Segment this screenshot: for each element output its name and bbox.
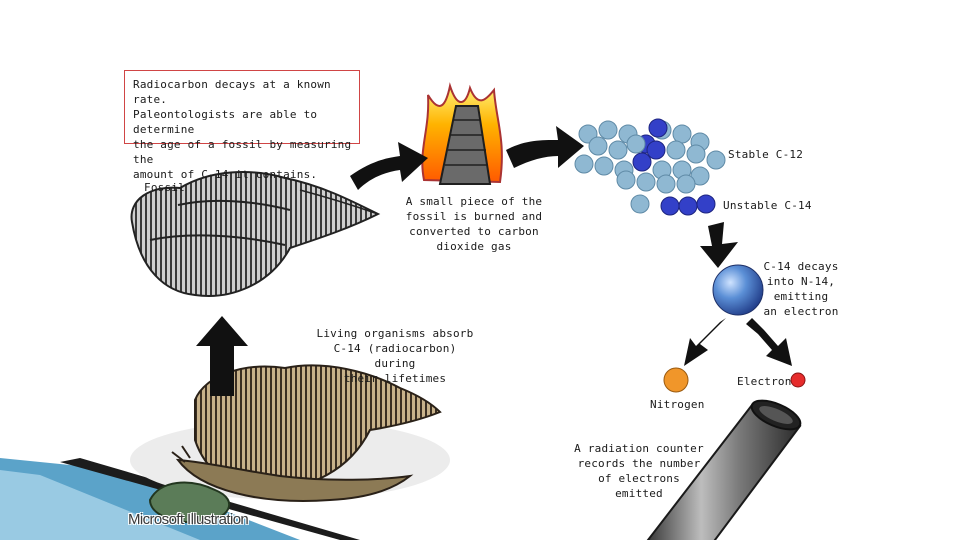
burning-fossil-illustration (421, 82, 503, 185)
carbon-12-atom (676, 174, 696, 194)
arrow-decay-to-nitrogen (684, 318, 726, 366)
carbon-14-atom (648, 118, 668, 138)
carbon-12-atom (616, 170, 636, 190)
carbon-12-atom (626, 134, 646, 154)
intro-line: Paleontologists are able to determine (133, 108, 318, 136)
burned-line: A small piece of the (405, 195, 543, 208)
counter-line: of electrons emitted (598, 472, 680, 500)
intro-line: Radiocarbon decays at a known rate. (133, 78, 331, 106)
carbon-14-atom (678, 196, 698, 216)
arrow-fossil-to-burn (350, 142, 428, 190)
carbon-14-atom (632, 152, 652, 172)
arrow-living-to-fossil (196, 316, 248, 396)
fossil-label: Fossil (144, 181, 185, 194)
burned-line: dioxide gas (436, 240, 512, 253)
carbon-12-atom (574, 154, 594, 174)
decay-caption: C-14 decays into N-14, emitting an elect… (760, 259, 842, 319)
living-line: Living organisms absorb (316, 327, 474, 340)
decay-line: C-14 decays (763, 260, 839, 273)
fossil-shell-illustration (130, 171, 381, 297)
arrow-decay-to-electron (746, 318, 792, 366)
decay-line: an electron (763, 305, 839, 318)
counter-caption: A radiation counter records the number o… (572, 441, 706, 501)
carbon-12-atom (686, 144, 706, 164)
intro-text-box: Radiocarbon decays at a known rate. Pale… (124, 70, 360, 181)
radiation-counter-tube (646, 399, 802, 540)
carbon-14-atom (646, 140, 666, 160)
living-line: their lifetimes (343, 372, 447, 385)
intro-line: the age of a fossil by measuring the (133, 138, 352, 166)
nitrogen-atom (663, 367, 689, 393)
carbon-12-atom (630, 194, 650, 214)
stable-c12-label: Stable C-12 (728, 148, 804, 161)
living-snail-illustration (130, 364, 450, 524)
unstable-c14-label: Unstable C-14 (723, 199, 812, 212)
intro-line: amount of C-14 it contains. (133, 168, 318, 181)
electron-particle (790, 372, 806, 388)
carbon-12-atom (666, 140, 686, 160)
carbon-12-atom (706, 150, 726, 170)
carbon-12-atom (656, 174, 676, 194)
burned-caption: A small piece of the fossil is burned an… (400, 194, 548, 254)
process-arrows (196, 126, 792, 396)
carbon-12-atom (588, 136, 608, 156)
counter-line: A radiation counter (574, 442, 704, 455)
decay-line: into N-14, (766, 275, 836, 288)
carbon-atom-cluster (574, 118, 726, 216)
carbon-14-atom (660, 196, 680, 216)
carbon-14-atom (696, 194, 716, 214)
burned-line: converted to carbon (409, 225, 539, 238)
carbon-12-atom (672, 124, 692, 144)
decaying-nucleus (712, 264, 764, 316)
arrow-atoms-to-decay (700, 222, 738, 268)
carbon-12-atom (598, 120, 618, 140)
carbon-12-atom (608, 140, 628, 160)
counter-line: records the number (577, 457, 701, 470)
living-caption: Living organisms absorb C-14 (radiocarbo… (312, 326, 478, 386)
carbon-12-atom (636, 172, 656, 192)
burned-line: fossil is burned and (405, 210, 543, 223)
electron-label: Electron (737, 375, 792, 388)
arrow-burn-to-atoms (506, 126, 584, 168)
living-line: C-14 (radiocarbon) during (333, 342, 457, 370)
carbon-12-atom (594, 156, 614, 176)
decay-line: emitting (773, 290, 829, 303)
illustration-credit: Microsoft Illustration (128, 511, 249, 528)
nitrogen-label: Nitrogen (650, 398, 705, 411)
